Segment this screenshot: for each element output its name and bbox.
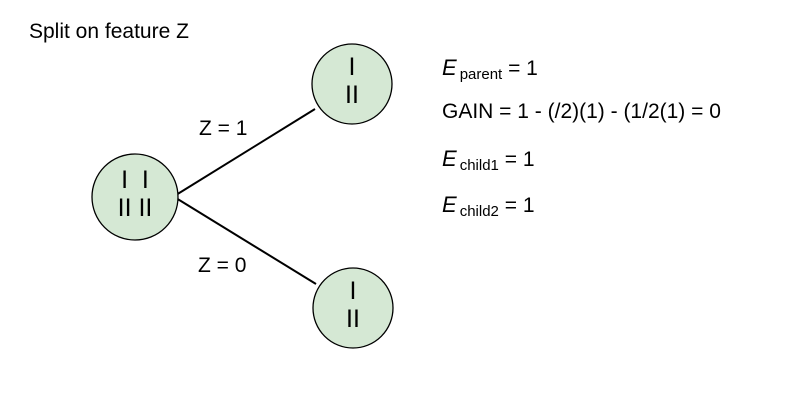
entropy-parent-value: = 1 (502, 57, 538, 80)
edge-z-1 (175, 108, 316, 196)
diagram-title: Split on feature Z (29, 20, 189, 43)
root-node: I I II II (91, 153, 179, 241)
child-node-top-line1: I (349, 53, 356, 81)
entropy-child1-var: E (442, 146, 457, 171)
child-node-top-circle (311, 43, 393, 125)
edge-label-z-1: Z = 1 (199, 117, 248, 140)
entropy-child2-var: E (442, 192, 457, 217)
entropy-child1-sub: child1 (459, 157, 499, 174)
edge-label-z-0: Z = 0 (198, 254, 247, 277)
entropy-parent-sub: parent (459, 66, 503, 83)
child-node-top: I II (311, 43, 393, 125)
root-node-line1: I I (121, 166, 149, 194)
child-node-bottom-line2: II (346, 305, 360, 333)
child-node-bottom-circle (312, 267, 394, 349)
child-node-bottom: I II (312, 267, 394, 349)
edge-z-0 (175, 197, 317, 285)
root-node-circle (91, 153, 179, 241)
child-node-top-line2: II (345, 81, 359, 109)
child-node-bottom-line1: I (350, 277, 357, 305)
entropy-parent-var: E (442, 55, 457, 80)
entropy-child1-value: = 1 (498, 148, 535, 171)
gain-equation: GAIN = 1 - (/2)(1) - (1/2(1) = 0 (442, 100, 721, 123)
entropy-child2-value: = 1 (498, 194, 535, 217)
root-node-line2: II II (118, 194, 153, 222)
entropy-child2-sub: child2 (459, 203, 499, 220)
